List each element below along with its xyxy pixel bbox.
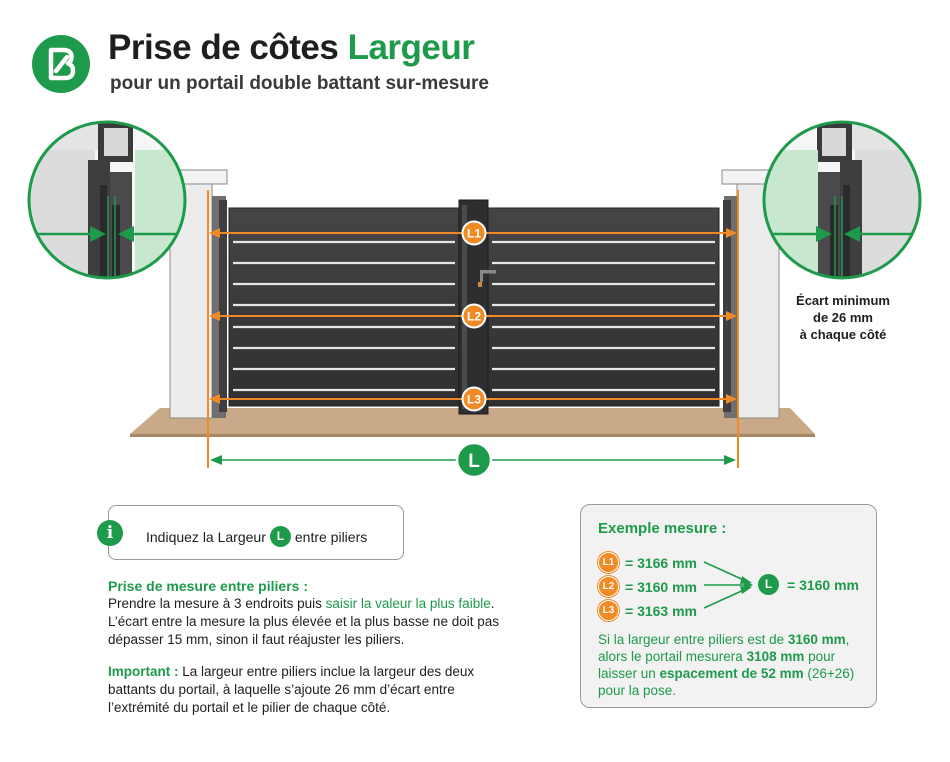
badge-l1-small: L1 (598, 552, 619, 573)
badge-l-inline: L (269, 526, 291, 547)
badge-l3-small: L3 (598, 600, 619, 621)
page-title: Prise de côtes Largeur (108, 28, 475, 68)
zoom-detail-left (27, 120, 187, 280)
svg-text:L: L (468, 451, 480, 472)
title-main: Prise de côtes (108, 28, 339, 67)
ecart-line-1: Écart minimum (796, 293, 890, 308)
example-result: L = 3160 mm (758, 574, 859, 595)
ecart-line-3: à chaque côté (799, 327, 887, 342)
note-p2: , alors le portail mesurera (598, 632, 850, 664)
example-value-l2: = 3160 mm (625, 578, 697, 595)
info-box (108, 505, 404, 560)
note-p1: Si la largeur entre piliers est de (598, 632, 788, 647)
example-row-l1: L1 = 3166 mm (598, 552, 697, 573)
example-row-l2: L2 = 3160 mm (598, 576, 697, 597)
gate-leaf-right (487, 207, 720, 407)
info-text: Indiquez la Largeur L entre piliers (146, 526, 367, 547)
note-p4: (26+26) pour la pose. (598, 666, 855, 698)
badge-l2-small: L2 (598, 576, 619, 597)
info-text-after: entre piliers (294, 528, 368, 545)
mesure-line1-after: . (490, 596, 495, 611)
mesure-body: Prendre la mesure à 3 endroits puis sais… (108, 595, 508, 649)
badge-l: L (455, 441, 493, 479)
page-subtitle: pour un portail double battant sur-mesur… (110, 73, 489, 94)
gate-diagram: L1 L2 L3 L (27, 120, 922, 479)
title-accent: Largeur (347, 28, 475, 67)
example-row-l3: L3 = 3163 mm (598, 600, 697, 621)
note-b1: 3160 mm (787, 632, 846, 647)
info-icon: i (97, 520, 123, 546)
example-note: Si la largeur entre piliers est de 3160 … (598, 631, 868, 699)
mesure-title: Prise de mesure entre piliers : (108, 578, 308, 594)
svg-text:L1: L1 (467, 227, 481, 241)
important-text: La largeur entre piliers inclue la large… (108, 664, 475, 715)
ground (130, 408, 815, 434)
important-label: Important : (108, 664, 179, 679)
note-b3: espacement de 52 mm (659, 666, 804, 681)
important-body: Important : La largeur entre piliers inc… (108, 663, 508, 717)
mesure-line2: L’écart entre la mesure la plus élevée e… (108, 614, 499, 647)
example-arrows (703, 561, 753, 609)
badge-l3: L3 (461, 386, 487, 412)
ecart-note: Écart minimum de 26 mm à chaque côté (783, 292, 903, 343)
example-box (580, 504, 877, 708)
example-value-l3: = 3163 mm (625, 602, 697, 619)
example-value-l1: = 3166 mm (625, 554, 697, 571)
example-result-value: = 3160 mm (787, 576, 859, 593)
svg-text:L3: L3 (467, 393, 481, 407)
svg-text:L2: L2 (467, 310, 481, 324)
ecart-line-2: de 26 mm (813, 310, 873, 325)
note-b2: 3108 mm (746, 649, 805, 664)
gate-leaf-left (228, 207, 460, 407)
note-p3: pour laisser un (598, 649, 836, 681)
brand-logo-icon (32, 35, 90, 93)
example-title: Exemple mesure : (598, 520, 727, 537)
info-text-before: Indiquez la Largeur (146, 528, 266, 545)
badge-l1: L1 (461, 220, 487, 246)
zoom-detail-right (762, 120, 922, 280)
badge-l2: L2 (461, 303, 487, 329)
mesure-highlight: saisir la valeur la plus faible (325, 596, 491, 611)
badge-l-result: L (758, 574, 779, 595)
mesure-line1-before: Prendre la mesure à 3 endroits puis (108, 596, 326, 611)
